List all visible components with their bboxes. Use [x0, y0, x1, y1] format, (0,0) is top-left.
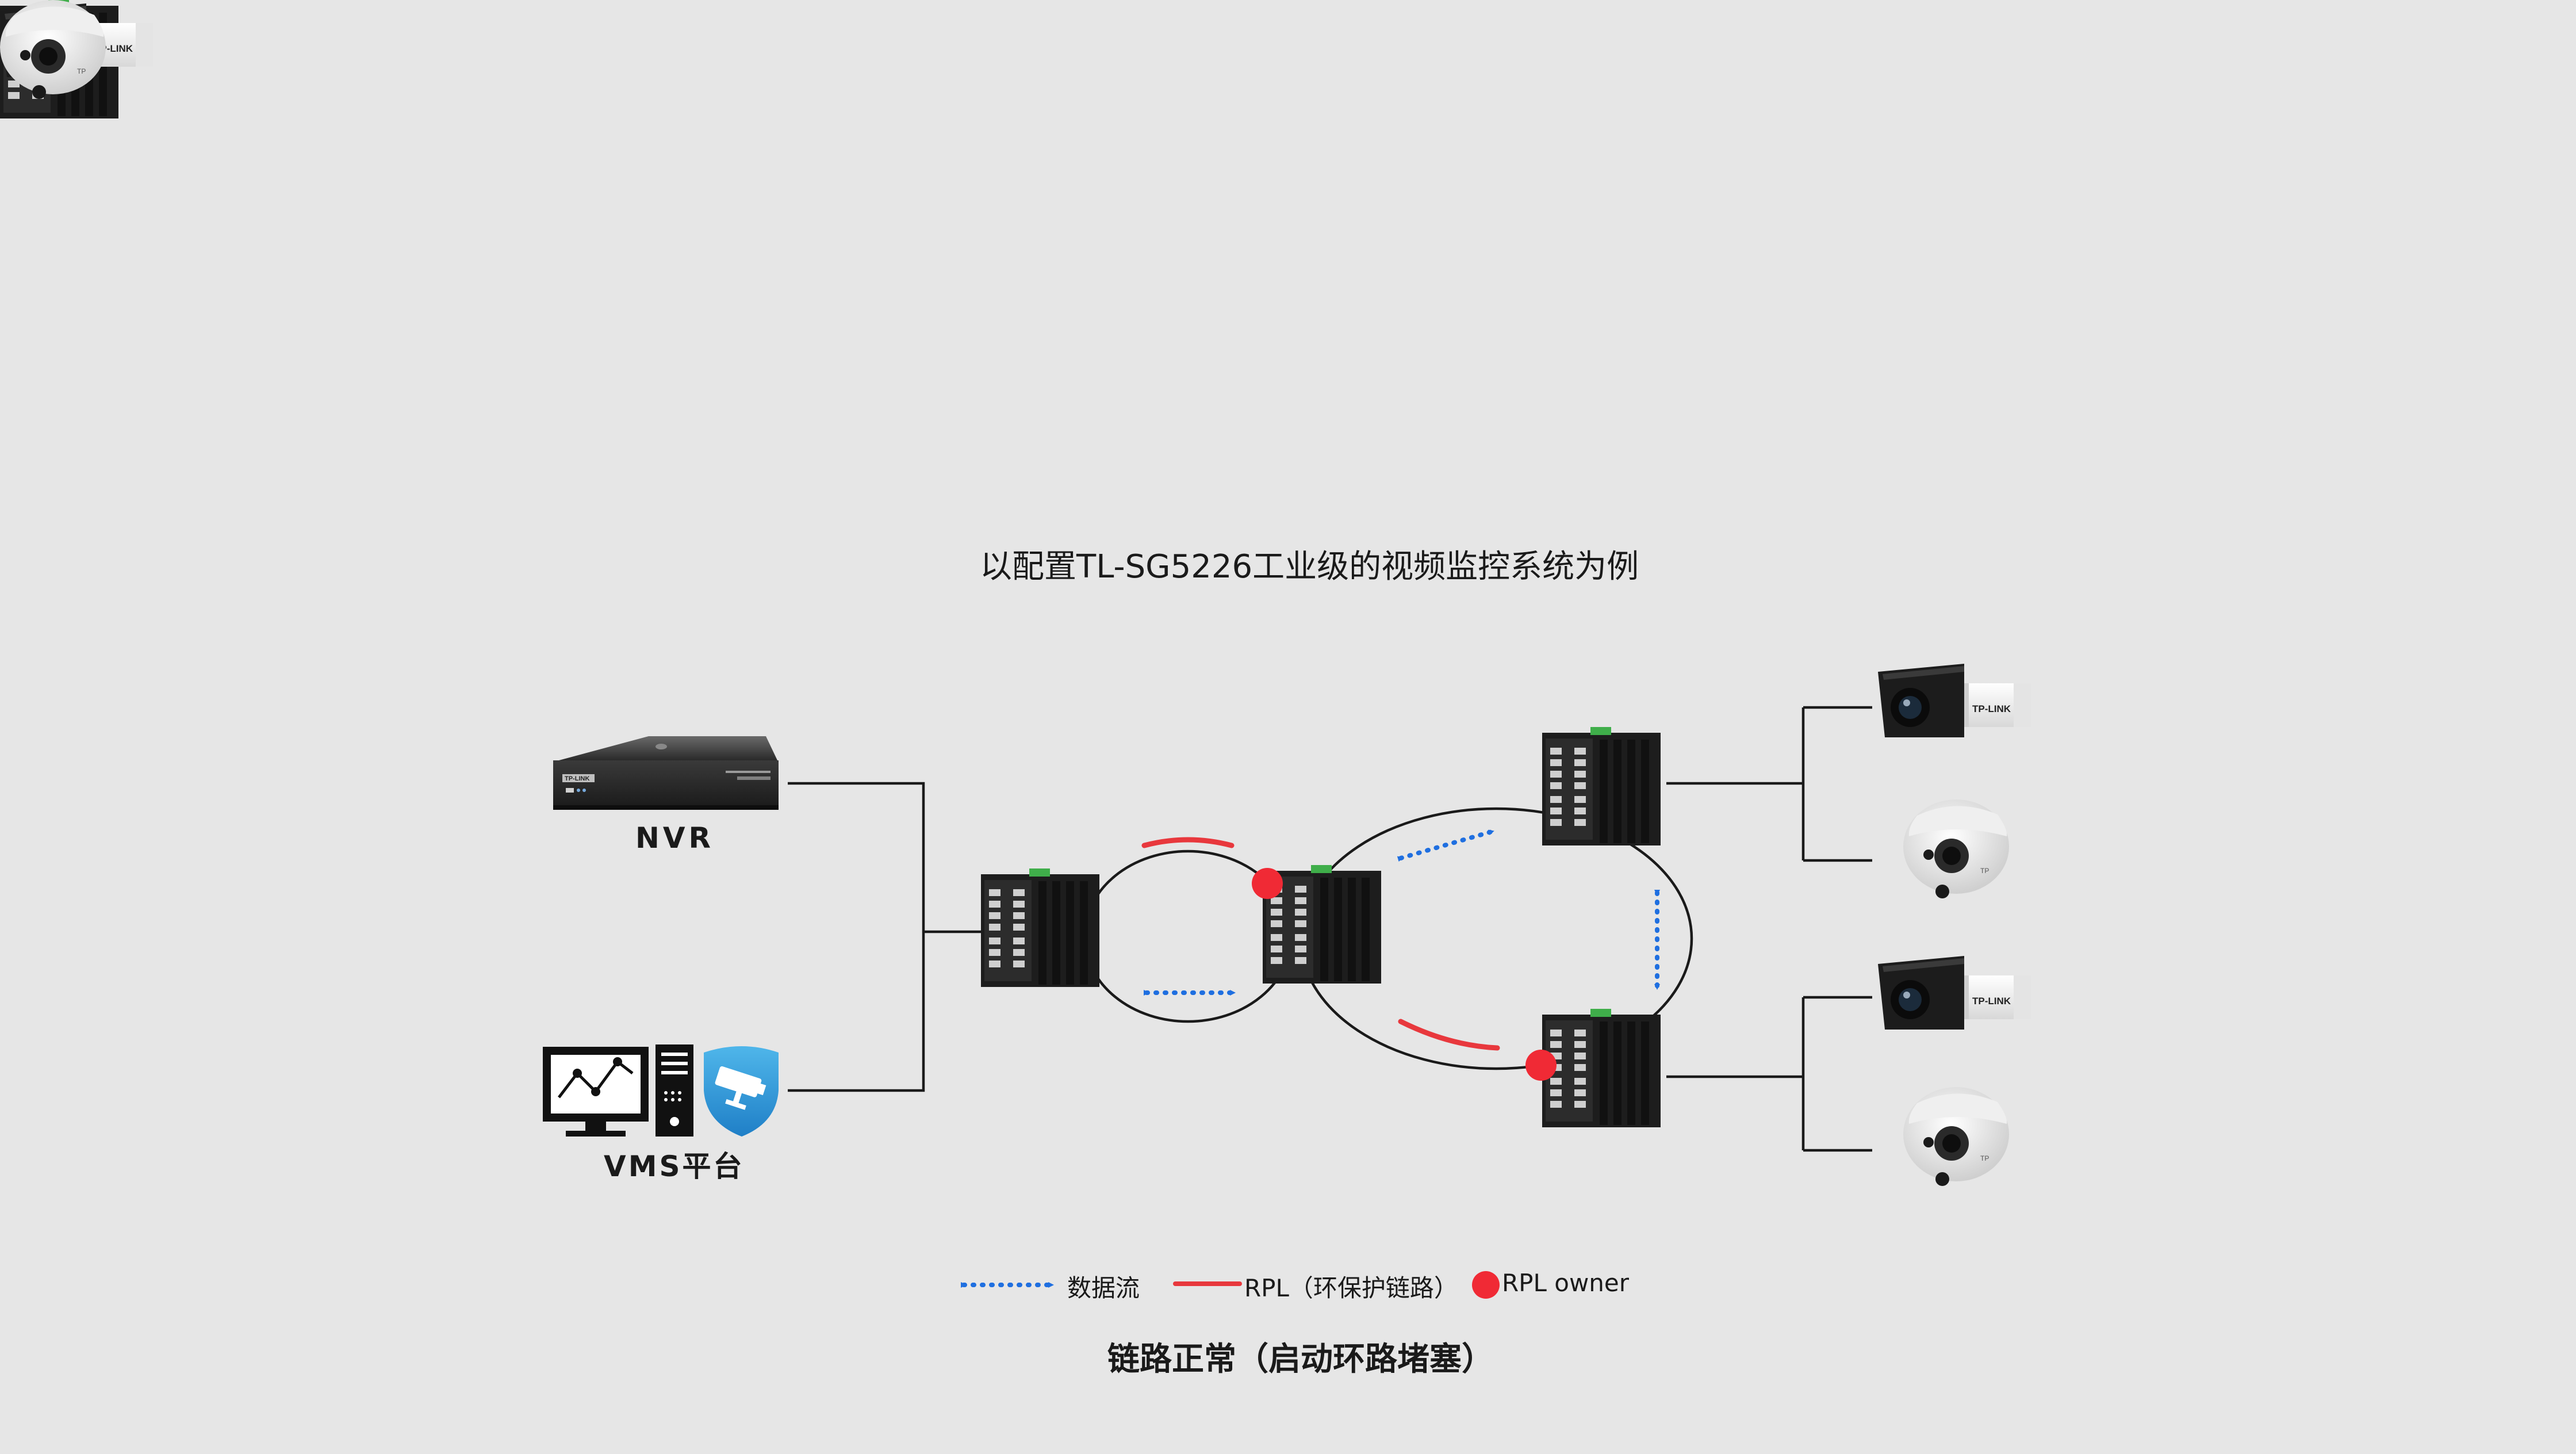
diagram-title: 以配置TL-SG5226工业级的视频监控系统为例	[980, 548, 1639, 586]
switch-left	[981, 868, 1099, 987]
switch-bottom-right	[1542, 1009, 1661, 1127]
bullet-camera-bottom	[1878, 956, 2031, 1030]
rpl-owner-dot-middle	[1252, 868, 1283, 899]
flow-arrow-top-right	[1397, 829, 1494, 862]
legend-owner-symbol	[1472, 1271, 1500, 1299]
vms-platform	[543, 1044, 779, 1137]
svg-text:TP: TP	[77, 67, 86, 75]
legend-rpl-label: RPL（环保护链路）	[1244, 1274, 1458, 1302]
dome-camera: TP	[0, 0, 106, 99]
dome-camera-top	[1903, 799, 2009, 898]
legend-flow-label: 数据流	[1067, 1274, 1140, 1302]
bottom-switch-camera-links	[1666, 996, 1872, 1152]
nvr-label: NVR	[635, 821, 715, 855]
switch-top-right	[1542, 727, 1661, 845]
nvr-device: TP-LINK	[553, 736, 779, 810]
data-flow-arrows	[1144, 829, 1660, 996]
vms-label: VMS平台	[604, 1150, 745, 1183]
rpl-arc-right	[1398, 1019, 1500, 1051]
vms-link	[788, 932, 925, 1092]
dome-camera-bottom	[1903, 1087, 2009, 1186]
rpl-links	[1141, 837, 1500, 1051]
rpl-owner-dot-bottom	[1525, 1050, 1557, 1081]
legend-owner-label: RPL owner	[1502, 1269, 1630, 1297]
legend	[961, 1271, 1500, 1299]
camera-symbol-icon	[715, 1066, 766, 1110]
diagram-caption: 链路正常（启动环路堵塞）	[1107, 1341, 1494, 1378]
rpl-arc-left	[1141, 837, 1235, 848]
nvr-brand-label: TP-LINK	[565, 775, 589, 782]
top-switch-camera-links	[1666, 706, 1872, 862]
bullet-camera-top	[1878, 664, 2031, 737]
nvr-link	[788, 782, 925, 932]
